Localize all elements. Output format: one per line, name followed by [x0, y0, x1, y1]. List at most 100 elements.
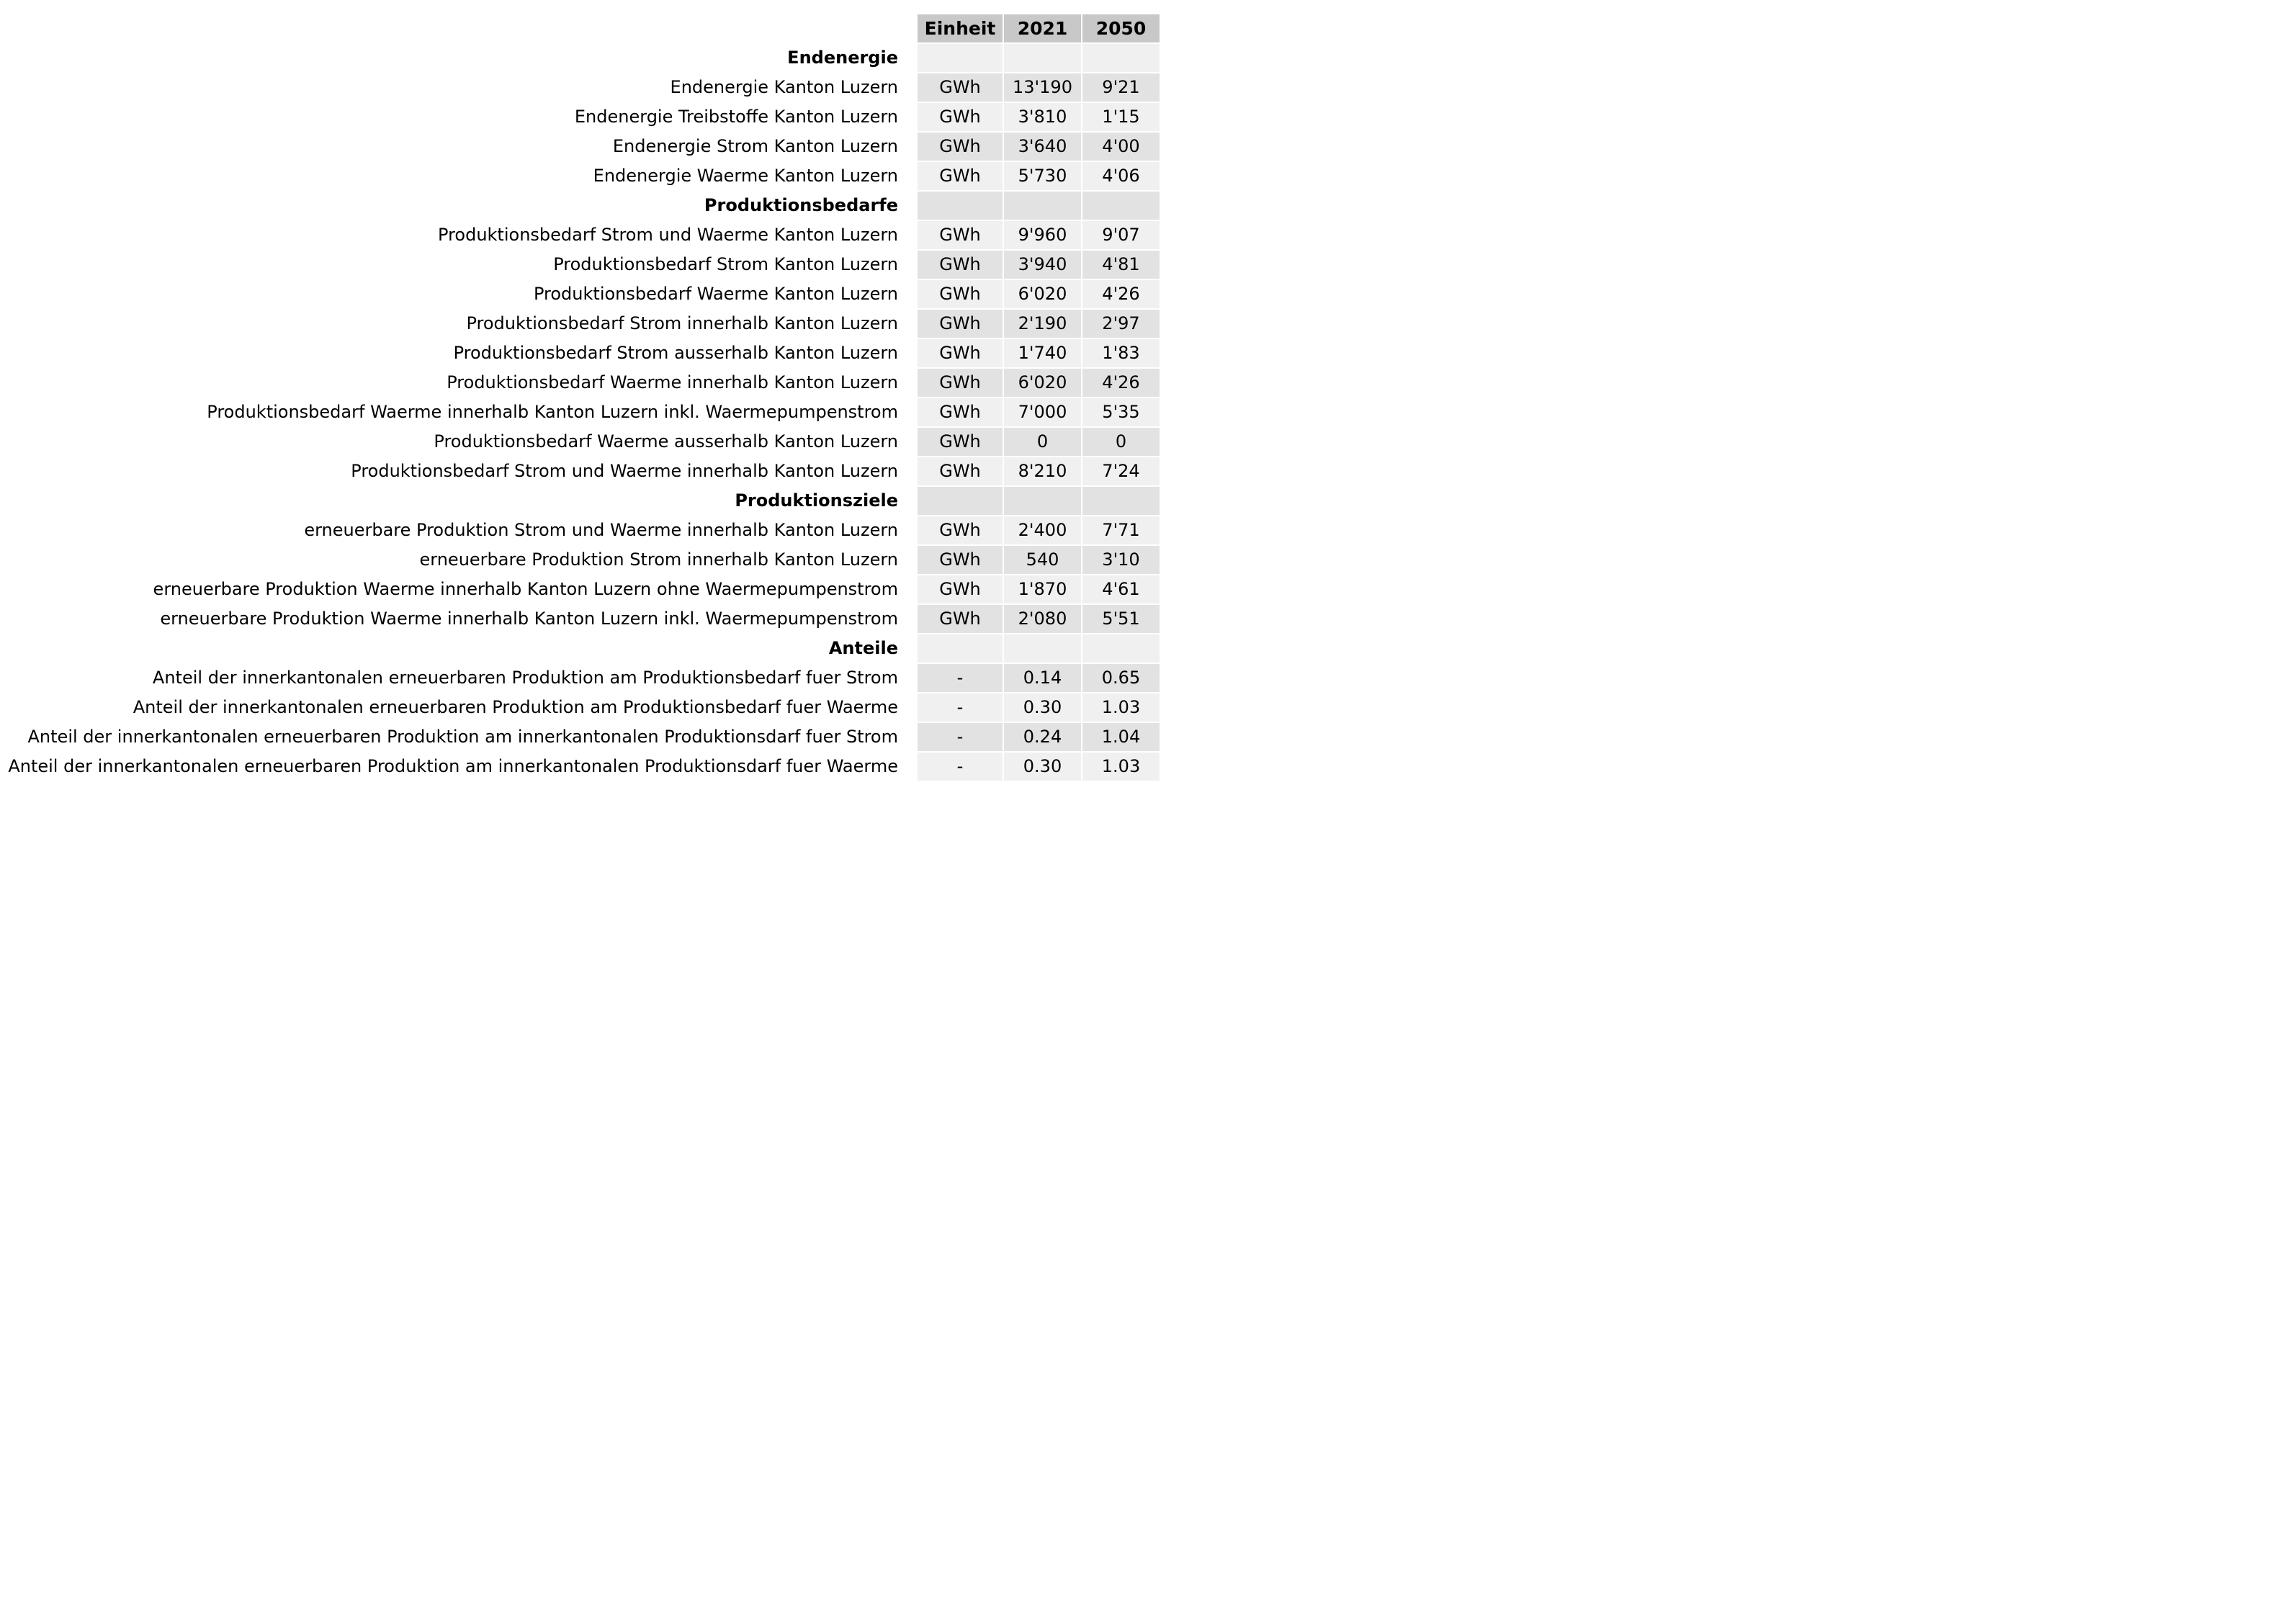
row-label: Anteil der innerkantonalen erneuerbaren … [133, 697, 898, 717]
value-2050-cell: 1'15 [1082, 103, 1160, 131]
value-2021-cell: 1'870 [1004, 575, 1081, 603]
value-2021-cell [1004, 487, 1081, 515]
value-2050-cell [1082, 487, 1160, 515]
unit-cell: GWh [918, 369, 1003, 397]
row-label: Produktionsbedarf Waerme innerhalb Kanto… [207, 402, 898, 422]
section-row: Produktionsbedarfe [0, 192, 1224, 220]
value-2050-cell: 4'26 [1082, 280, 1160, 308]
table-row: Produktionsbedarf Strom und Waerme Kanto… [0, 221, 1224, 249]
unit-cell: GWh [918, 103, 1003, 131]
table-row: erneuerbare Produktion Strom und Waerme … [0, 516, 1224, 544]
row-label: Produktionsbedarf Waerme innerhalb Kanto… [447, 372, 898, 392]
row-label: Produktionsbedarf Strom und Waerme inner… [351, 461, 898, 481]
unit-cell: GWh [918, 457, 1003, 485]
value-2050-cell: 1'83 [1082, 339, 1160, 367]
value-2021-cell: 5'730 [1004, 162, 1081, 190]
table-row: Produktionsbedarf Waerme innerhalb Kanto… [0, 369, 1224, 397]
row-label: Produktionsbedarf Waerme ausserhalb Kant… [434, 431, 898, 452]
section-row: Anteile [0, 634, 1224, 663]
unit-cell: GWh [918, 73, 1003, 102]
value-2050-cell: 1.03 [1082, 693, 1160, 722]
unit-cell: GWh [918, 428, 1003, 456]
table-row: Anteil der innerkantonalen erneuerbaren … [0, 693, 1224, 722]
value-2050-cell: 7'24 [1082, 457, 1160, 485]
value-2021-cell: 2'080 [1004, 605, 1081, 633]
unit-cell [918, 192, 1003, 220]
row-label: Endenergie Treibstoffe Kanton Luzern [574, 107, 898, 127]
unit-cell: GWh [918, 398, 1003, 426]
value-2021-cell: 3'940 [1004, 251, 1081, 279]
value-2050-cell: 0 [1082, 428, 1160, 456]
value-2021-cell: 0.30 [1004, 693, 1081, 722]
unit-cell: GWh [918, 133, 1003, 161]
table-row: Produktionsbedarf Strom ausserhalb Kanto… [0, 339, 1224, 367]
row-label: erneuerbare Produktion Waerme innerhalb … [153, 579, 898, 599]
unit-cell: GWh [918, 310, 1003, 338]
table-row: Produktionsbedarf Waerme innerhalb Kanto… [0, 398, 1224, 426]
row-label: Anteil der innerkantonalen erneuerbaren … [8, 756, 898, 776]
row-label: Anteil der innerkantonalen erneuerbaren … [152, 668, 898, 688]
unit-cell: - [918, 664, 1003, 692]
value-2050-cell: 4'26 [1082, 369, 1160, 397]
header-unit: Einheit [918, 14, 1003, 42]
value-2050-cell: 1.03 [1082, 753, 1160, 781]
row-label: Produktionsbedarf Waerme Kanton Luzern [533, 284, 898, 304]
value-2050-cell: 2'97 [1082, 310, 1160, 338]
value-2021-cell [1004, 44, 1081, 72]
value-2021-cell: 2'400 [1004, 516, 1081, 544]
table-row: Produktionsbedarf Strom innerhalb Kanton… [0, 310, 1224, 338]
value-2021-cell: 9'960 [1004, 221, 1081, 249]
row-label: Produktionsbedarf Strom Kanton Luzern [553, 254, 898, 274]
row-label: erneuerbare Produktion Strom innerhalb K… [419, 549, 899, 570]
table-row: Produktionsbedarf Waerme ausserhalb Kant… [0, 428, 1224, 456]
value-2021-cell: 2'190 [1004, 310, 1081, 338]
value-2021-cell [1004, 634, 1081, 663]
section-heading: Endenergie [787, 48, 898, 68]
unit-cell: GWh [918, 605, 1003, 633]
section-row: Endenergie [0, 44, 1224, 72]
value-2050-cell: 9'21 [1082, 73, 1160, 102]
row-label: erneuerbare Produktion Waerme innerhalb … [160, 609, 898, 629]
value-2050-cell: 0.65 [1082, 664, 1160, 692]
unit-cell [918, 634, 1003, 663]
unit-cell [918, 44, 1003, 72]
unit-cell: - [918, 723, 1003, 751]
unit-cell: - [918, 693, 1003, 722]
value-2021-cell: 0.14 [1004, 664, 1081, 692]
row-label: Produktionsbedarf Strom innerhalb Kanton… [466, 313, 898, 333]
value-2021-cell: 6'020 [1004, 369, 1081, 397]
value-2050-cell: 4'61 [1082, 575, 1160, 603]
value-2021-cell: 0.24 [1004, 723, 1081, 751]
unit-cell: GWh [918, 516, 1003, 544]
row-label: Anteil der innerkantonalen erneuerbaren … [27, 727, 898, 747]
table-row: Anteil der innerkantonalen erneuerbaren … [0, 753, 1224, 781]
unit-cell: GWh [918, 162, 1003, 190]
value-2021-cell [1004, 192, 1081, 220]
table-row: erneuerbare Produktion Waerme innerhalb … [0, 605, 1224, 633]
section-heading: Produktionsziele [735, 490, 898, 511]
value-2050-cell: 7'71 [1082, 516, 1160, 544]
value-2050-cell: 3'10 [1082, 546, 1160, 574]
value-2050-cell: 9'07 [1082, 221, 1160, 249]
unit-cell: GWh [918, 339, 1003, 367]
table-row: Anteil der innerkantonalen erneuerbaren … [0, 723, 1224, 751]
row-label: Endenergie Waerme Kanton Luzern [593, 166, 898, 186]
unit-cell: GWh [918, 251, 1003, 279]
row-label: Endenergie Kanton Luzern [670, 77, 898, 97]
value-2050-cell: 5'35 [1082, 398, 1160, 426]
value-2021-cell: 7'000 [1004, 398, 1081, 426]
section-heading: Produktionsbedarfe [704, 195, 898, 215]
row-label: erneuerbare Produktion Strom und Waerme … [304, 520, 898, 540]
value-2021-cell: 3'640 [1004, 133, 1081, 161]
table-header-row: Einheit 2021 2050 [0, 14, 1224, 42]
row-label: Endenergie Strom Kanton Luzern [612, 136, 898, 156]
section-heading: Anteile [828, 638, 898, 658]
table-row: erneuerbare Produktion Strom innerhalb K… [0, 546, 1224, 574]
unit-cell: GWh [918, 575, 1003, 603]
unit-cell: GWh [918, 221, 1003, 249]
section-row: Produktionsziele [0, 487, 1224, 515]
